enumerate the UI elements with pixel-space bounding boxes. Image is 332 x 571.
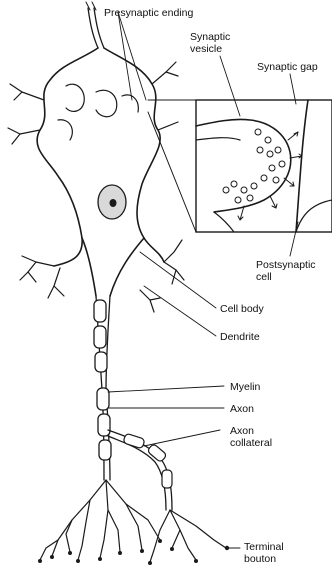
- label-axon-collateral-line1: Axon: [230, 425, 254, 437]
- label-postsynaptic-cell-line1: Postsynaptic: [256, 259, 316, 271]
- synapse-inset: [196, 100, 332, 232]
- terminal-branches: [40, 480, 226, 562]
- label-postsynaptic-cell-line2: cell: [256, 271, 272, 283]
- label-cell-body: Cell body: [220, 303, 265, 315]
- terminal-boutons: [38, 539, 229, 565]
- label-presynaptic-ending: Presynaptic ending: [104, 7, 193, 19]
- label-axon-collateral-line2: collateral: [230, 437, 272, 449]
- neuron-outline: [37, 48, 164, 296]
- incoming-fibers: [86, 2, 104, 48]
- label-terminal-bouton-line2: bouton: [244, 553, 276, 565]
- label-synaptic-vesicle-line1: Synaptic: [190, 31, 230, 43]
- label-synaptic-vesicle-line2: vesicle: [190, 43, 222, 55]
- label-myelin: Myelin: [230, 381, 261, 393]
- label-dendrite: Dendrite: [220, 331, 260, 343]
- label-synaptic-gap: Synaptic gap: [257, 61, 318, 73]
- zoom-callout: [148, 100, 196, 232]
- label-axon: Axon: [230, 403, 254, 415]
- label-terminal-bouton-line1: Terminal: [244, 541, 284, 553]
- nucleus: [98, 185, 126, 219]
